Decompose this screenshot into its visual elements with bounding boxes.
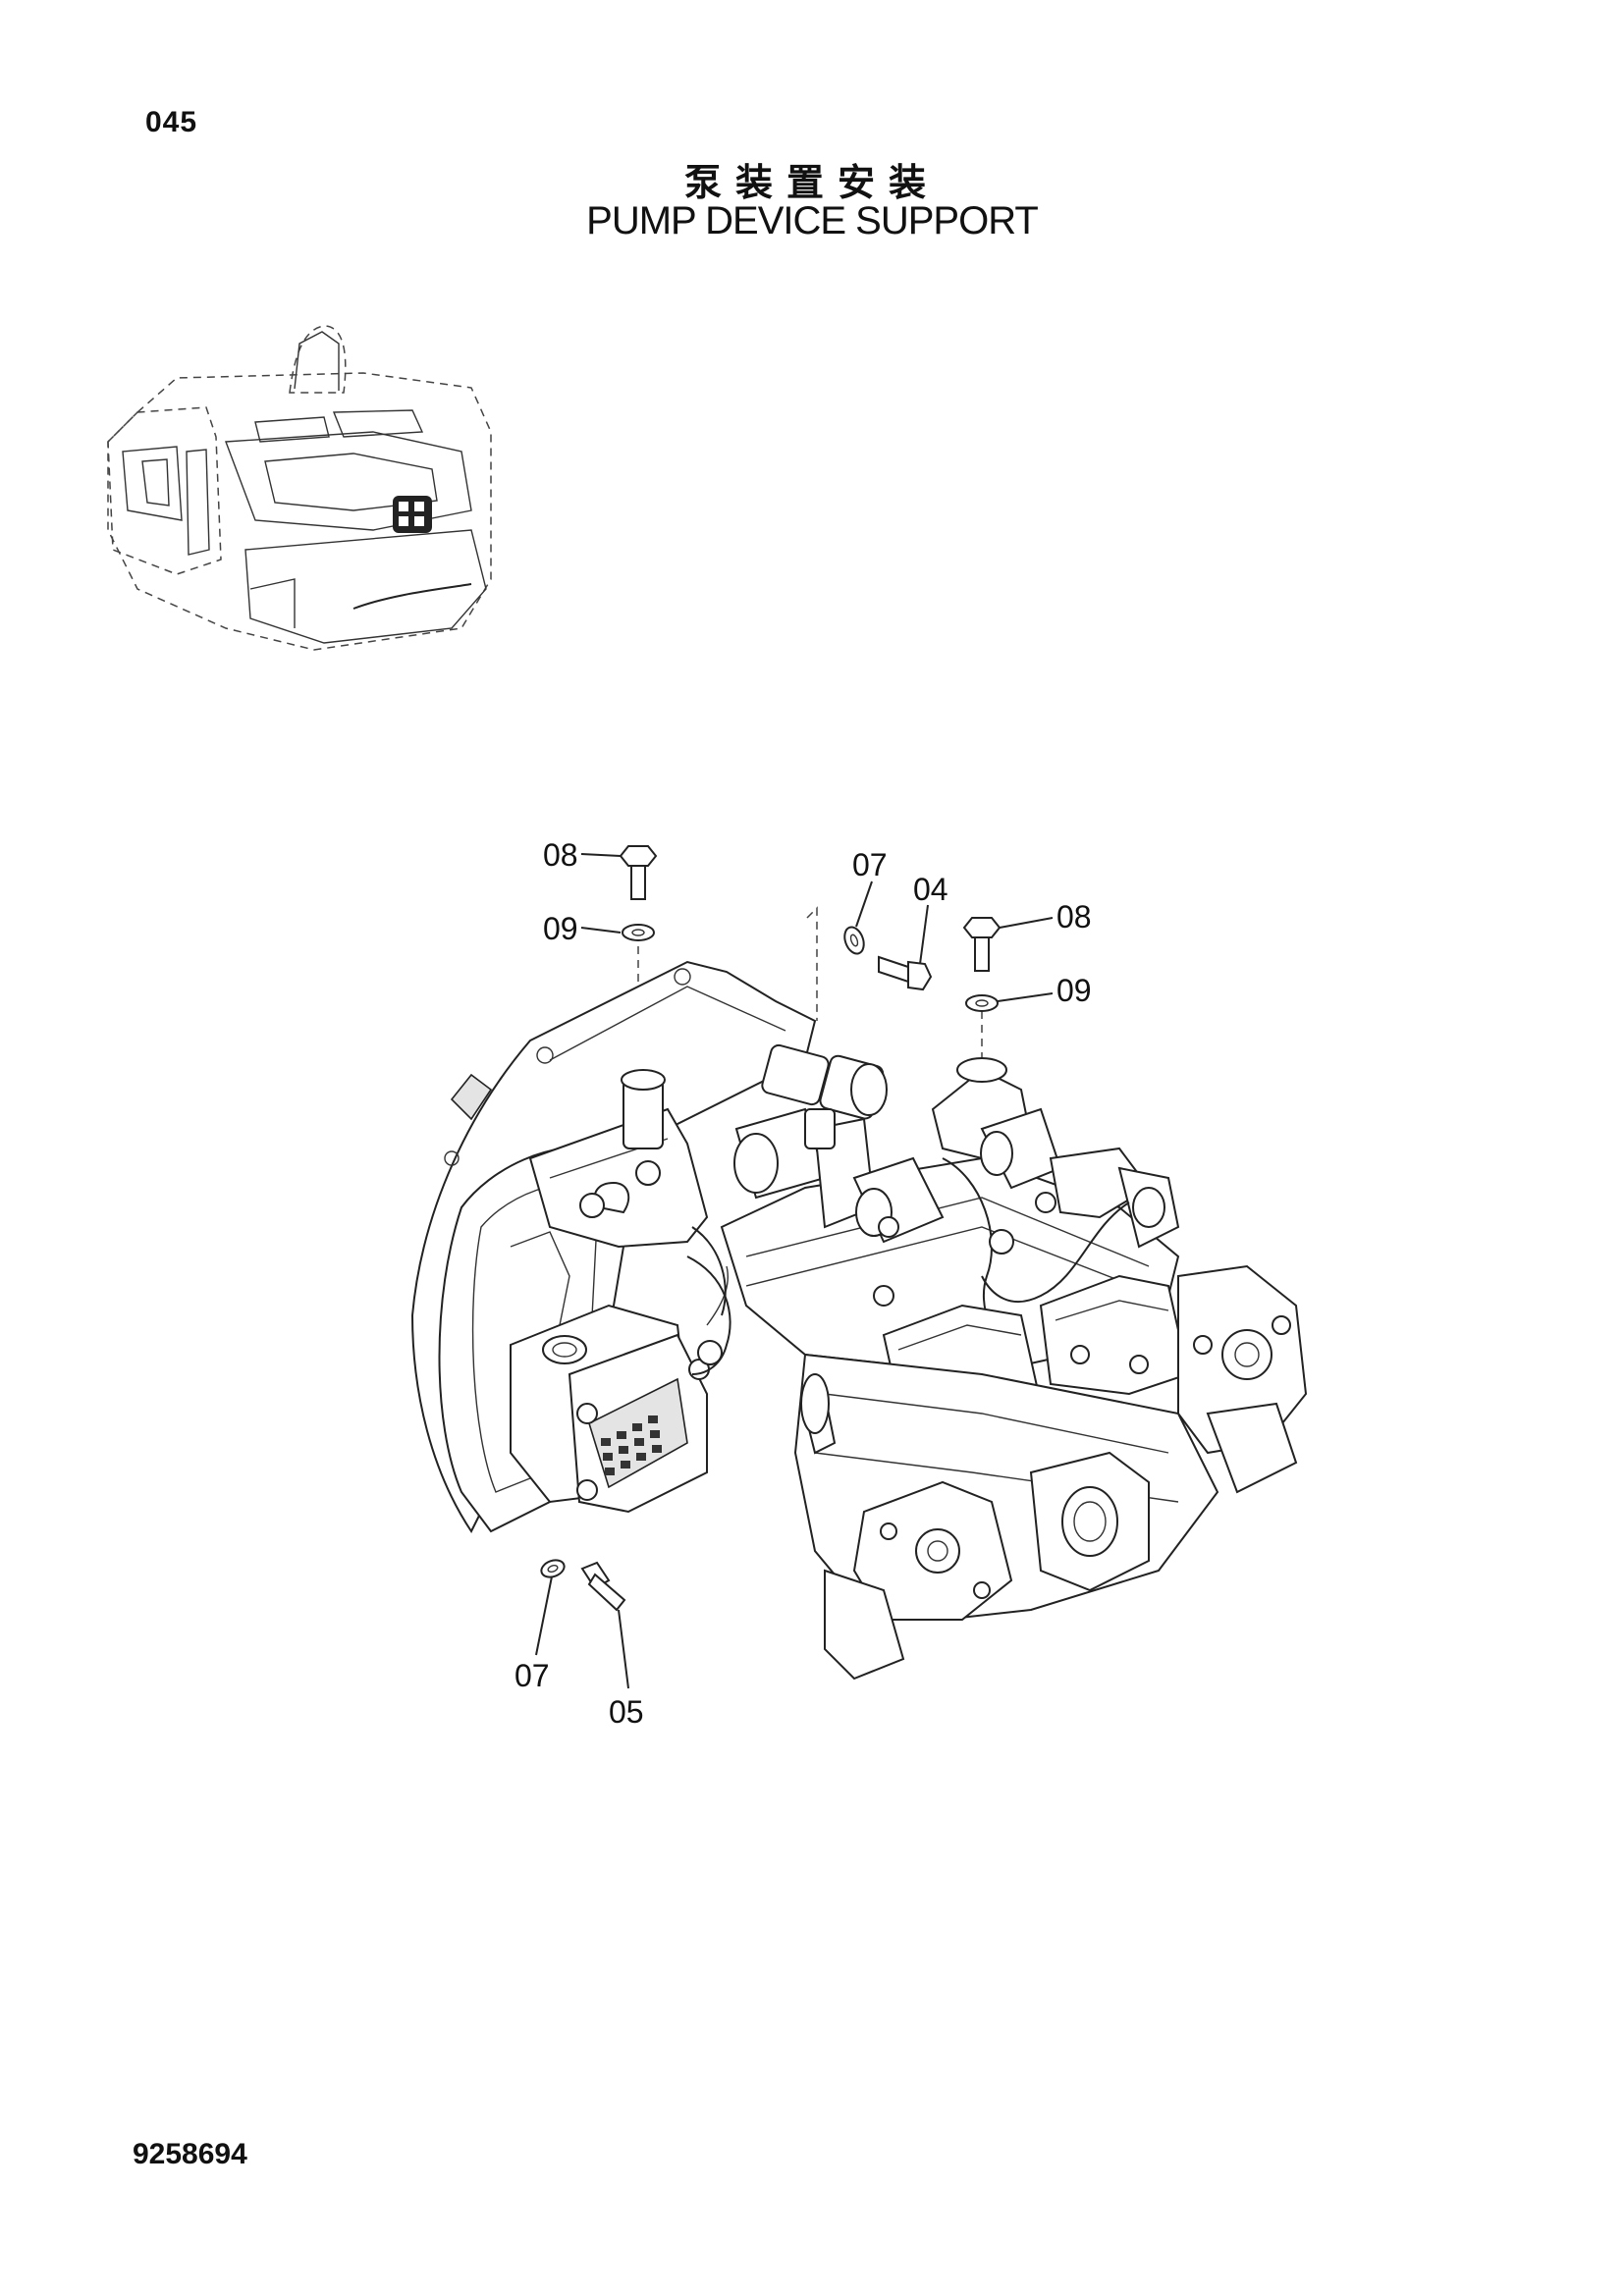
pump-assembly-illustration [410,906,1308,1681]
callout-label-08-top-left: 08 [543,837,578,873]
page-title-cn: 泵装置安装 [683,161,940,204]
washer-part-09-top-left [622,924,655,941]
callout-label-07-top-mid: 07 [852,847,888,882]
bolt-part-05-bottom [580,1561,626,1612]
page-code: 045 [145,106,198,138]
callout-label-09-top-right: 09 [1056,973,1092,1008]
page-title-en: PUMP DEVICE SUPPORT [586,199,1039,242]
bolt-part-04-top-mid [878,955,933,991]
washer-part-07-bottom [540,1559,566,1578]
washer-part-07-top-mid [843,926,865,955]
callout-label-04-top-mid: 04 [913,872,948,907]
callout-label-05-bottom: 05 [609,1694,644,1730]
document-number: 9258694 [133,2138,247,2170]
callout-label-08-top-right: 08 [1056,899,1092,934]
excavator-locator-illustration [107,325,492,651]
callout-label-09-top-left: 09 [543,911,578,946]
callout-leader-lines [535,853,1054,1689]
pump-location-marker-icon [393,496,432,533]
bolt-part-08-top-right [962,917,1001,972]
callout-label-07-bottom: 07 [514,1658,550,1693]
washer-part-09-top-right [965,994,999,1012]
bolt-part-08-top-left [619,845,658,900]
